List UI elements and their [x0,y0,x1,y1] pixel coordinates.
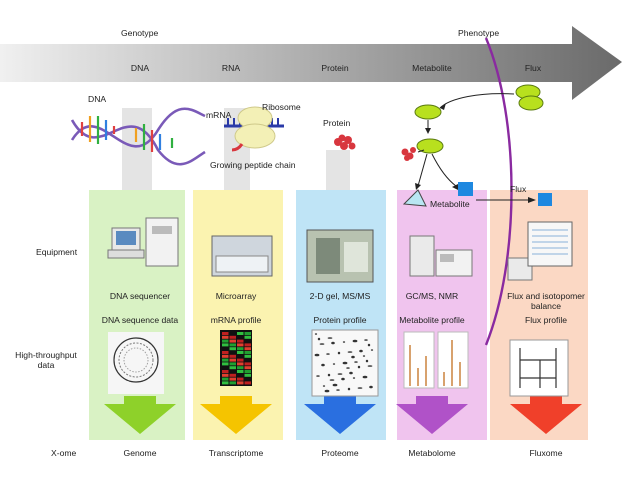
row-label-data: High-throughput data [15,350,77,370]
xome-label-transcriptome: Transcriptome [208,448,264,458]
data-label-genome: DNA sequence data [101,315,179,325]
equipment-label-genome: DNA sequencer [109,291,171,301]
phenotype-label: Phenotype [458,28,500,38]
data-label-fluxome: Flux profile [524,315,568,325]
equipment-label-transcriptome: Microarray [215,291,257,301]
dna-sequencer-image [107,217,179,267]
level-metabolite: Metabolite [412,63,452,73]
flux-software-image [507,221,573,281]
row-label-equipment: Equipment [36,247,78,257]
level-dna: DNA [130,63,150,73]
dna-molecule-label: DNA [88,94,107,104]
xome-label-genome: Genome [123,448,157,458]
level-rna: RNA [221,63,241,73]
level-flux: Flux [524,63,542,73]
row-label-xome: X-ome [51,448,77,458]
genome-circle-image [108,332,164,394]
metabolite-spectra-image [403,331,469,389]
ribosome-icon [224,106,284,152]
peptide-label: Growing peptide chain [210,160,296,170]
protein-gel-image [311,329,379,397]
gc-ms-image [409,235,473,277]
microarray-image [211,235,273,277]
phenotype-curve [484,37,513,346]
protein-molecule-label: Protein [323,118,351,128]
xome-label-fluxome: Fluxome [529,448,563,458]
mrna-heatmap-image [220,330,252,386]
protein-icon [334,134,356,150]
xome-label-metabolome: Metabolome [408,448,456,458]
genotype-label: Genotype [121,28,159,38]
data-label-transcriptome: mRNA profile [210,315,262,325]
flux-molecule-label: Flux [510,184,527,194]
flux-map-image [509,339,569,397]
mrna-label: mRNA [206,110,232,120]
ribosome-label: Ribosome [262,102,301,112]
dna-helix-icon [70,107,206,166]
ms-ms-image [306,229,374,283]
equipment-label-fluxome: Flux and isotopomer balance [507,291,585,311]
xome-label-proteome: Proteome [321,448,359,458]
level-protein: Protein [321,63,349,73]
equipment-label-metabolome: GC/MS, NMR [405,291,459,301]
metabolite-network-icon [401,84,552,207]
data-label-proteome: Protein profile [313,315,367,325]
equipment-label-proteome: 2-D gel, MS/MS [309,291,371,301]
data-label-metabolome: Metabolite profile [399,315,465,325]
metabolite-molecule-label: Metabolite [430,199,470,209]
